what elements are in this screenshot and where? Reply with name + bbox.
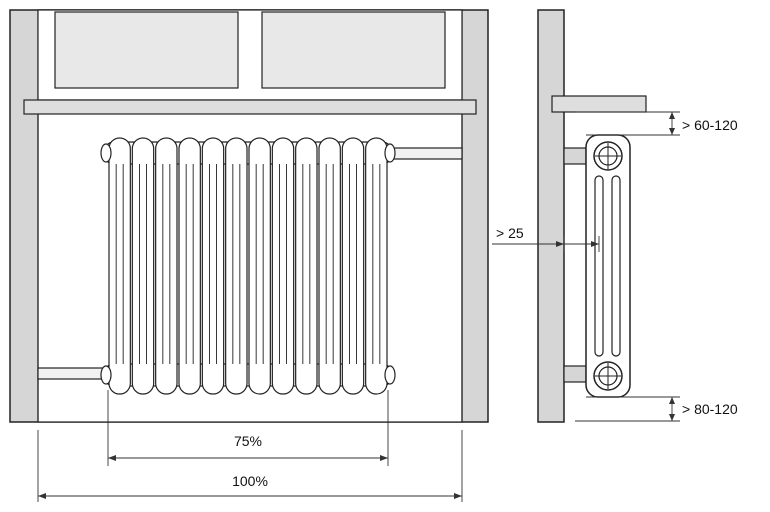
front-view — [9, 9, 489, 423]
end-cap — [384, 365, 396, 385]
end-cap — [100, 365, 112, 385]
radiator-section — [201, 137, 225, 395]
upper-bracket — [563, 147, 587, 165]
end-cap — [100, 143, 112, 163]
radiator-section — [271, 137, 295, 395]
radiator-section — [178, 137, 201, 395]
top-pipe — [387, 147, 463, 160]
lower-bracket — [563, 365, 587, 383]
radiator-section — [225, 137, 248, 395]
label-75-percent: 75% — [234, 433, 262, 449]
radiator-section — [248, 137, 271, 395]
radiator-section — [108, 137, 131, 395]
side-tube-right — [611, 175, 621, 357]
side-window-sill — [551, 95, 647, 113]
side-tube-left — [594, 175, 604, 357]
radiator-section — [318, 137, 341, 395]
window-pane-left — [54, 11, 239, 89]
side-view — [537, 9, 647, 423]
radiator-section — [341, 137, 365, 395]
label-top-gap: > 60-120 — [682, 117, 738, 133]
window-pane-right — [261, 11, 446, 89]
front-radiator — [100, 137, 396, 395]
radiator-section — [155, 137, 178, 395]
radiator-section — [131, 137, 155, 395]
dimension-arrows — [38, 112, 675, 499]
label-bottom-gap: > 80-120 — [682, 401, 738, 417]
side-radiator-body — [585, 134, 631, 398]
window-sill — [23, 99, 477, 115]
radiator-section — [365, 137, 388, 395]
label-wall-gap: > 25 — [496, 225, 524, 241]
end-cap — [384, 143, 396, 163]
radiator-section — [295, 137, 318, 395]
label-100-percent: 100% — [232, 473, 268, 489]
side-wall — [537, 9, 565, 423]
